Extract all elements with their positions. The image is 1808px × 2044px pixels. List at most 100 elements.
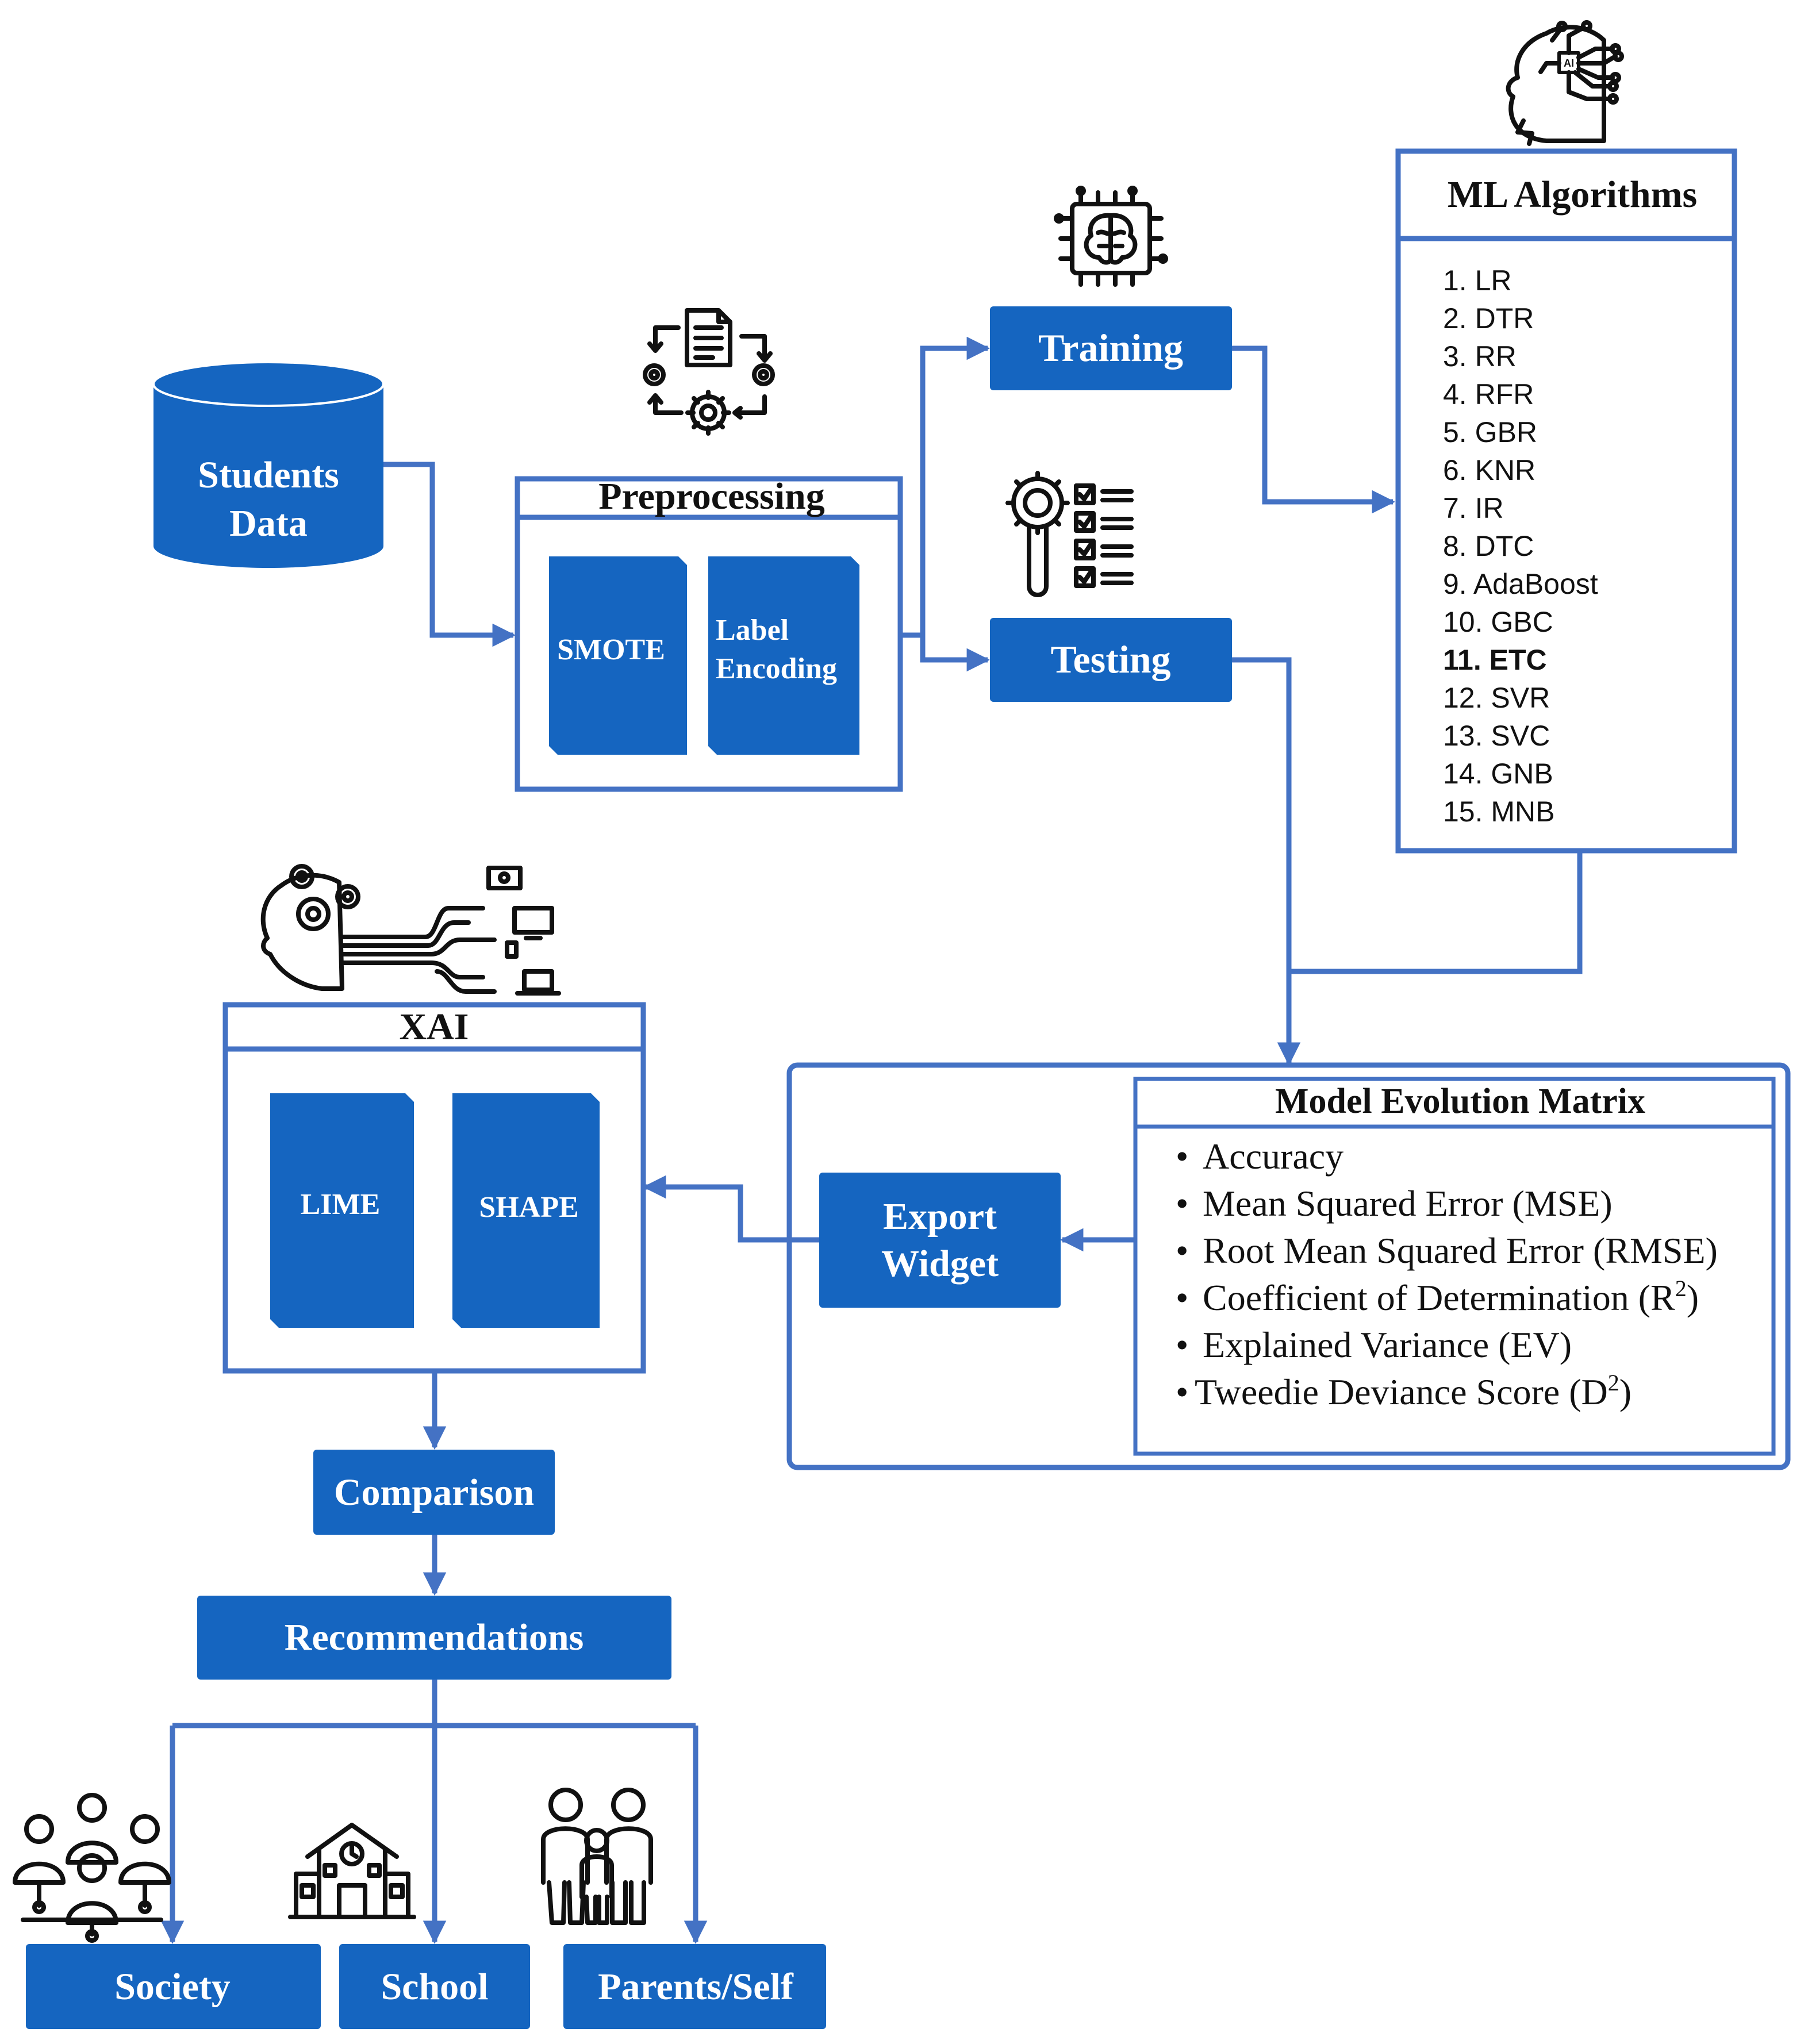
- xai-frame: [222, 1002, 646, 1374]
- parents-self-box: [563, 1944, 826, 2029]
- ml-algorithm-item: 10. GBC: [1443, 606, 1553, 638]
- recommendations-node: Recommendations: [197, 1596, 671, 1680]
- label-encoding-line2: Encoding: [716, 652, 837, 685]
- ml-algorithm-item: 14. GNB: [1443, 758, 1553, 790]
- people-network-icon: [13, 1793, 171, 1943]
- export-widget-line1: Export: [883, 1196, 997, 1238]
- school-label: School: [381, 1966, 488, 2008]
- ml-algorithm-item: 4. RFR: [1443, 378, 1534, 410]
- connectors: [160, 336, 1583, 1945]
- export-widget-node: Export Widget: [819, 1173, 1061, 1308]
- model-evolution-node: Model Evolution Matrix • Accuracy • Mean Sq…: [1133, 1077, 1776, 1456]
- head-gears-devices-icon: [260, 864, 561, 996]
- ml-algorithm-item: 6. KNR: [1443, 454, 1536, 486]
- edge-ml-to-evaluation: [1289, 851, 1583, 974]
- recommendations-label: Recommendations: [285, 1616, 584, 1658]
- ml-algorithm-item: 11. ETC: [1443, 644, 1547, 676]
- ml-algorithms-frame: [1395, 148, 1737, 854]
- ml-algorithm-item: 9. AdaBoost: [1443, 568, 1598, 600]
- export-widget-box: [819, 1173, 1061, 1308]
- metric-item: Tweedie Deviance Score (D2): [1195, 1370, 1632, 1412]
- testing-node: Testing: [990, 618, 1232, 702]
- metric-item: Root Mean Squared Error (RMSE): [1203, 1230, 1718, 1271]
- school-node: School: [339, 1944, 530, 2029]
- training-node: Training: [990, 306, 1232, 390]
- xai-title: XAI: [399, 1006, 469, 1048]
- parents-self-label: Parents/Self: [598, 1966, 794, 2008]
- label-encoding-card: [708, 556, 859, 755]
- export-widget-line2: Widget: [881, 1243, 999, 1285]
- ml-algorithms-list: 1. LR 2. DTR 3. RR 4. RFR 5. GBR 6. KNR 7. IR 8…: [1443, 264, 1598, 828]
- metric-bullet: •: [1176, 1277, 1188, 1318]
- ml-algorithm-item: 7. IR: [1443, 492, 1504, 524]
- metric-bullet: •: [1176, 1324, 1188, 1365]
- ai-head-circuit-icon: AI: [1506, 20, 1624, 146]
- comparison-node: Comparison: [313, 1450, 555, 1535]
- ml-algorithm-item: 13. SVC: [1443, 720, 1550, 752]
- metric-bullet: •: [1176, 1371, 1188, 1412]
- lime-card: [270, 1093, 414, 1328]
- model-evolution-frame: [1133, 1077, 1776, 1456]
- ml-algorithms-title: ML Algorithms: [1448, 174, 1698, 216]
- ml-algorithm-item: 5. GBR: [1443, 416, 1537, 448]
- training-label: Training: [1038, 326, 1183, 370]
- preprocessing-node: Preprocessing SMOTE Label Encoding: [515, 475, 903, 792]
- ml-algorithm-item: 8. DTC: [1443, 530, 1534, 562]
- cylinder-top: [152, 361, 385, 407]
- edge-training-to-ml: [1232, 345, 1396, 514]
- edge-preprocessing-to-testing: [920, 635, 991, 672]
- students-data-node: Students Data: [152, 361, 385, 568]
- evaluation-outer-frame: [786, 1062, 1791, 1470]
- smote-card: [549, 556, 687, 755]
- ml-algorithm-item: 2. DTR: [1443, 302, 1534, 335]
- label-encoding-line1: Label: [716, 614, 789, 647]
- metric-item: Coefficient of Determination (R2): [1203, 1275, 1699, 1318]
- students-data-line1: Students: [198, 454, 339, 496]
- metric-list: • Accuracy • Mean Squared Error (MSE) • Root …: [1176, 1136, 1718, 1412]
- preprocessing-title: Preprocessing: [598, 475, 825, 517]
- metric-bullet: •: [1176, 1136, 1188, 1177]
- training-box: [990, 306, 1232, 390]
- testing-label: Testing: [1050, 637, 1170, 681]
- ml-algorithm-item: 12. SVR: [1443, 682, 1550, 714]
- society-box: [26, 1944, 321, 2029]
- preprocessing-frame: [515, 476, 903, 792]
- cylinder-body: [153, 384, 383, 568]
- edge-recommendations-split: [172, 1678, 696, 1728]
- comparison-box: [313, 1450, 555, 1535]
- school-box: [339, 1944, 530, 2029]
- recommendations-box: [197, 1596, 671, 1680]
- shape-label: SHAPE: [479, 1191, 578, 1224]
- society-label: Society: [114, 1966, 231, 2008]
- comparison-label: Comparison: [334, 1471, 534, 1513]
- ml-algorithm-item: 1. LR: [1443, 264, 1512, 297]
- edge-testing-to-evaluation: [1232, 657, 1301, 1066]
- document-gears-cycle-icon: [643, 308, 775, 436]
- school-building-icon: [288, 1823, 416, 1919]
- smote-label: SMOTE: [557, 633, 665, 666]
- ml-algorithms-node: ML Algorithms 1. LR 2. DTR 3. RR 4. RFR 5. G…: [1395, 148, 1737, 854]
- xai-node: XAI LIME SHAPE: [222, 1002, 646, 1374]
- svg-text:AI: AI: [1564, 57, 1574, 69]
- model-evolution-title: Model Evolution Matrix: [1275, 1082, 1645, 1121]
- metric-item: Explained Variance (EV): [1203, 1324, 1572, 1365]
- society-node: Society: [26, 1944, 321, 2029]
- edge-export-to-xai: [642, 1175, 819, 1243]
- testing-box: [990, 618, 1232, 702]
- shape-card: [452, 1093, 600, 1328]
- gear-magnifier-checklist-icon: [1005, 471, 1134, 597]
- metric-bullet: •: [1176, 1183, 1188, 1224]
- metric-item: Accuracy: [1203, 1136, 1343, 1177]
- edge-data-to-preprocessing: [382, 462, 516, 647]
- students-data-line2: Data: [229, 502, 308, 544]
- edge-preprocessing-to-training: [901, 336, 991, 638]
- ml-algorithm-item: 15. MNB: [1443, 796, 1555, 828]
- parents-self-node: Parents/Self: [563, 1944, 826, 2029]
- family-icon: [541, 1788, 653, 1925]
- metric-item: Mean Squared Error (MSE): [1203, 1183, 1613, 1224]
- metric-bullet: •: [1176, 1230, 1188, 1271]
- ml-algorithm-item: 3. RR: [1443, 340, 1517, 372]
- brain-chip-icon: [1054, 186, 1168, 287]
